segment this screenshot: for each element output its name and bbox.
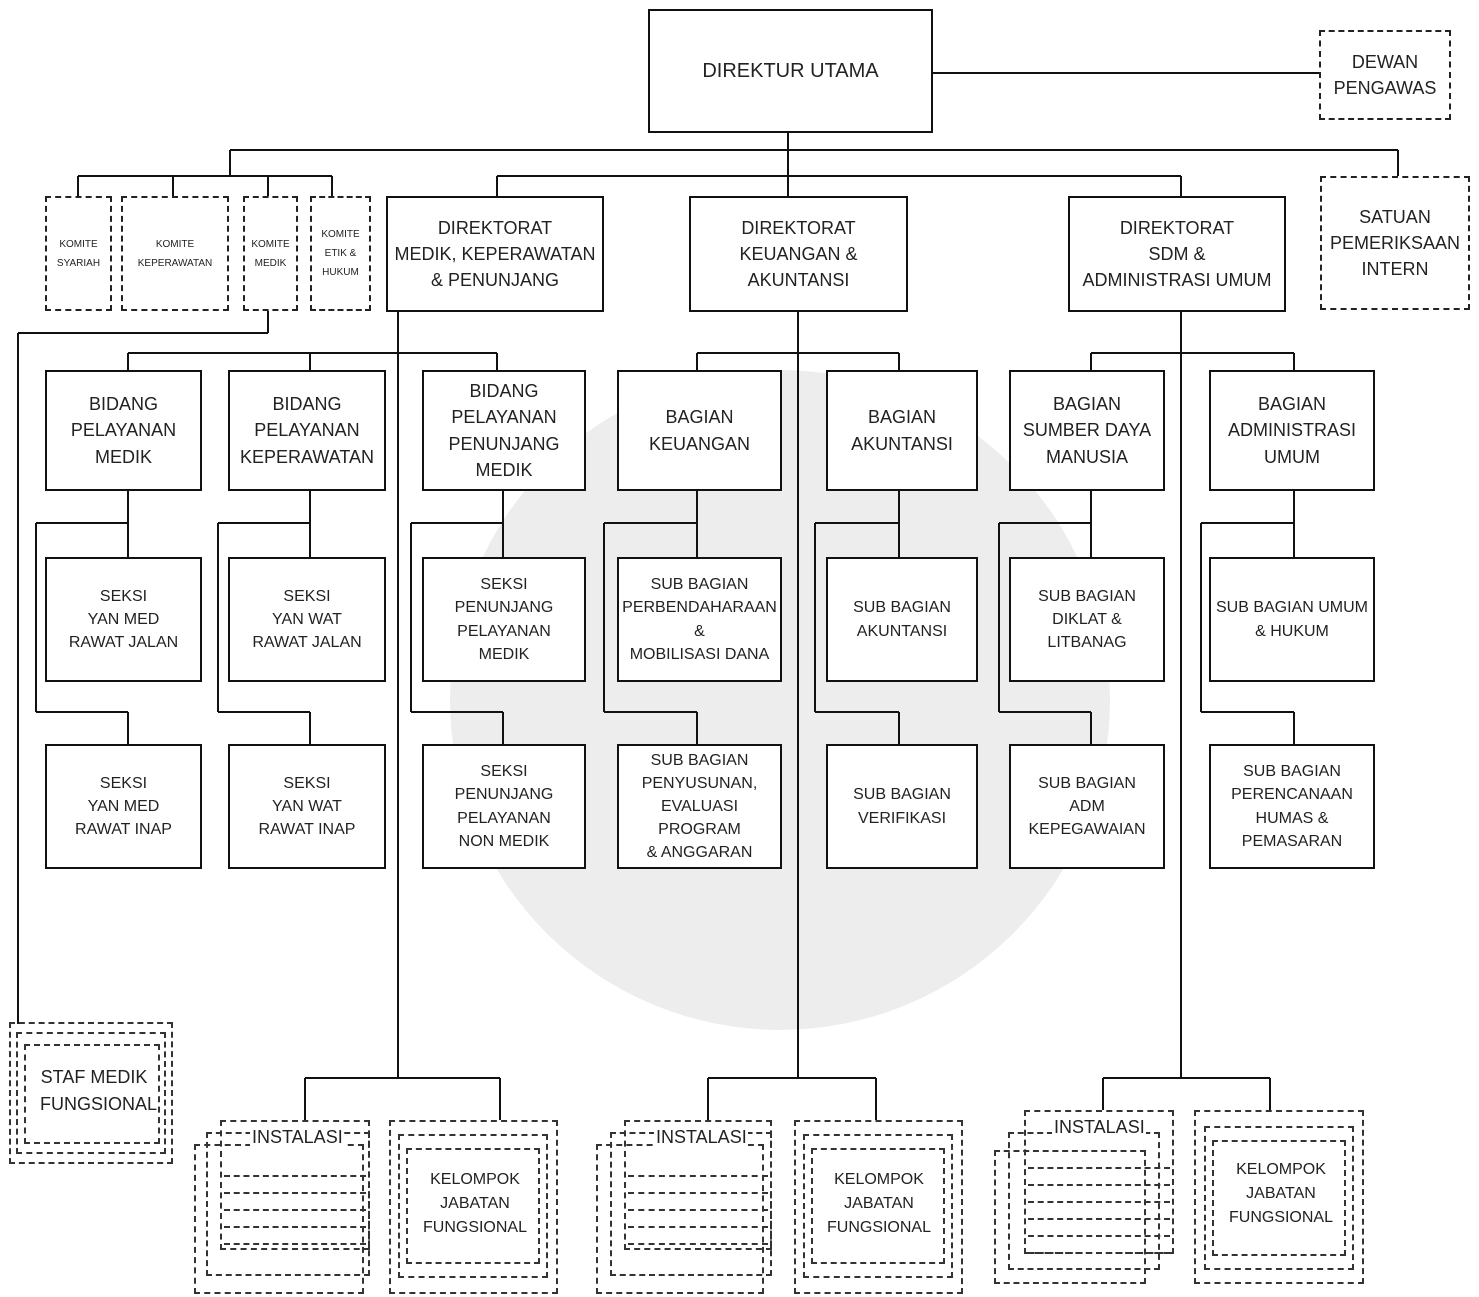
kelompok-2-label: KELOMPOK JABATAN FUNGSIONAL [824, 1168, 934, 1240]
stack-layer [389, 1120, 558, 1294]
stack-layer [406, 1148, 540, 1264]
stack-layer [1204, 1126, 1354, 1270]
komite-medik-box: KOMITE MEDIK [243, 196, 298, 311]
direktorat-sdm-box: DIREKTORAT SDM & ADMINISTRASI UMUM [1068, 196, 1286, 312]
dewan-pengawas-box: DEWAN PENGAWAS [1319, 30, 1451, 120]
stack-layer [811, 1148, 945, 1264]
stack-layer [9, 1022, 173, 1164]
stack-layer [1194, 1110, 1364, 1284]
sub-bagian-akuntansi-box: SUB BAGIAN AKUNTANSI [826, 557, 978, 682]
seksi-yanwat-rawat-jalan-box: SEKSI YAN WAT RAWAT JALAN [228, 557, 386, 682]
seksi-penunjang-medik-box: SEKSI PENUNJANG PELAYANAN MEDIK [422, 557, 586, 682]
sub-bagian-perbendaharaan-box: SUB BAGIAN PERBENDAHARAAN & MOBILISASI D… [617, 557, 782, 682]
stack-layer [794, 1120, 963, 1294]
stack-layer [803, 1134, 953, 1278]
seksi-penunjang-non-medik-box: SEKSI PENUNJANG PELAYANAN NON MEDIK [422, 744, 586, 869]
staf-medik-fungsional-label: STAF MEDIK FUNGSIONAL [38, 1064, 157, 1118]
instalasi-grid [628, 1160, 768, 1245]
direktorat-medik-box: DIREKTORAT MEDIK, KEPERAWATAN & PENUNJAN… [386, 196, 604, 312]
instalasi-3-label: INSTALASI [1052, 1114, 1146, 1141]
sub-bagian-diklat-box: SUB BAGIAN DIKLAT & LITBANAG [1009, 557, 1165, 682]
komite-etik-hukum-box: KOMITE ETIK & HUKUM [310, 196, 371, 311]
stack-layer [994, 1150, 1146, 1284]
bagian-keuangan-box: BAGIAN KEUANGAN [617, 370, 782, 491]
seksi-yanmed-rawat-jalan-box: SEKSI YAN MED RAWAT JALAN [45, 557, 202, 682]
kelompok-3-label: KELOMPOK JABATAN FUNGSIONAL [1226, 1158, 1336, 1230]
stack-layer [398, 1134, 548, 1278]
bidang-pelayanan-keperawatan-box: BIDANG PELAYANAN KEPERAWATAN [228, 370, 386, 491]
sub-bagian-penyusunan-box: SUB BAGIAN PENYUSUNAN, EVALUASI PROGRAM … [617, 744, 782, 869]
bidang-pelayanan-medik-box: BIDANG PELAYANAN MEDIK [45, 370, 202, 491]
direktur-utama-box: DIREKTUR UTAMA [648, 9, 933, 133]
satuan-pemeriksaan-intern-box: SATUAN PEMERIKSAAN INTERN [1320, 176, 1470, 310]
instalasi-2-label: INSTALASI [654, 1124, 748, 1151]
stack-layer [624, 1120, 772, 1250]
bidang-penunjang-medik-box: BIDANG PELAYANAN PENUNJANG MEDIK [422, 370, 586, 491]
stack-layer [220, 1120, 370, 1250]
bagian-administrasi-umum-box: BAGIAN ADMINISTRASI UMUM [1209, 370, 1375, 491]
direktorat-keuangan-box: DIREKTORAT KEUANGAN & AKUNTANSI [689, 196, 908, 312]
sub-bagian-kepegawaian-box: SUB BAGIAN ADM KEPEGAWAIAN [1009, 744, 1165, 869]
kelompok-1-label: KELOMPOK JABATAN FUNGSIONAL [420, 1168, 530, 1240]
sub-bagian-verifikasi-box: SUB BAGIAN VERIFIKASI [826, 744, 978, 869]
instalasi-grid [224, 1160, 366, 1245]
stack-layer [24, 1044, 160, 1144]
sub-bagian-perencanaan-box: SUB BAGIAN PERENCANAAN HUMAS & PEMASARAN [1209, 744, 1375, 869]
instalasi-1-label: INSTALASI [250, 1124, 344, 1151]
stack-layer [1212, 1140, 1346, 1256]
stack-layer [16, 1032, 166, 1154]
bagian-sdm-box: BAGIAN SUMBER DAYA MANUSIA [1009, 370, 1165, 491]
sub-bagian-umum-hukum-box: SUB BAGIAN UMUM & HUKUM [1209, 557, 1375, 682]
seksi-yanmed-rawat-inap-box: SEKSI YAN MED RAWAT INAP [45, 744, 202, 869]
instalasi-grid [1028, 1152, 1170, 1254]
komite-keperawatan-box: KOMITE KEPERAWATAN [121, 196, 229, 311]
bagian-akuntansi-box: BAGIAN AKUNTANSI [826, 370, 978, 491]
seksi-yanwat-rawat-inap-box: SEKSI YAN WAT RAWAT INAP [228, 744, 386, 869]
komite-syariah-box: KOMITE SYARIAH [45, 196, 112, 311]
